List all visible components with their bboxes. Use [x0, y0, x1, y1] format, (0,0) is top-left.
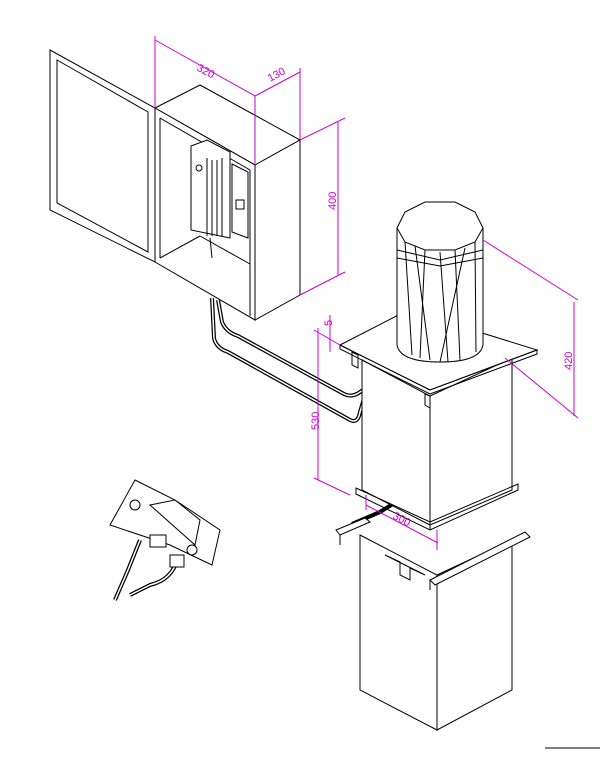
dimension-lines: [154, 36, 579, 550]
dim-cabinet-depth: 130: [266, 65, 288, 84]
bollard-housing: [355, 357, 519, 531]
dim-bollard-height: 420: [563, 352, 575, 370]
dim-plate-thickness: 5: [323, 320, 335, 326]
cabinet-door: [49, 49, 156, 263]
dim-cabinet-height: 400: [327, 192, 339, 210]
control-cabinet: [49, 49, 302, 321]
ground-casing: [335, 517, 531, 731]
detail-inset: [109, 479, 221, 601]
dim-housing-height: 530: [310, 412, 322, 430]
controller-unit: [190, 139, 249, 259]
bollard-cylinder: [396, 201, 484, 363]
dim-cabinet-width: 320: [195, 62, 217, 81]
